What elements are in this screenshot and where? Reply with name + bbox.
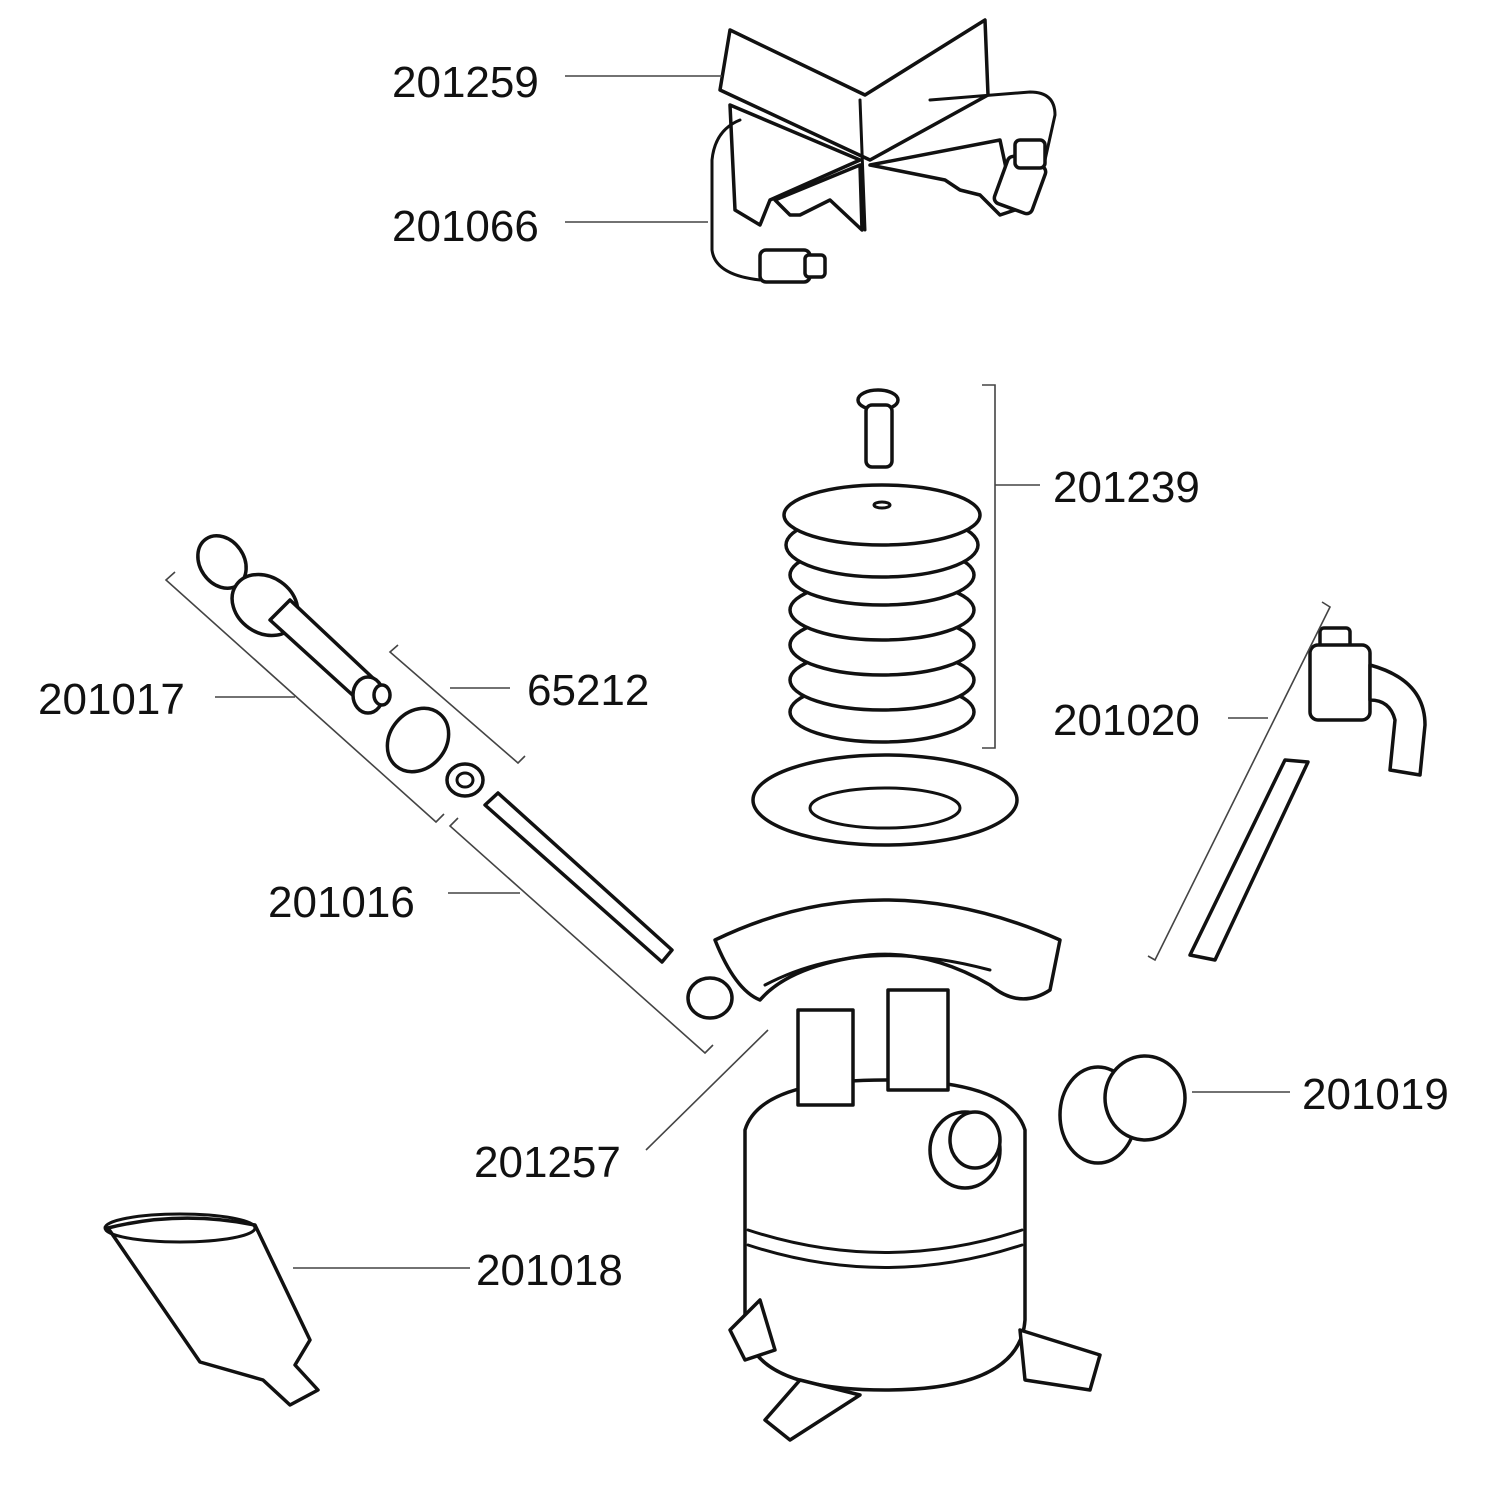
stove-body-drawing [713, 898, 1102, 1442]
part-label-201017: 201017 [38, 675, 185, 724]
part-label-201019: 201019 [1302, 1070, 1449, 1119]
funnel-drawing [103, 1212, 320, 1407]
burner-assembly-drawing [751, 388, 1019, 847]
part-label-201020: 201020 [1053, 696, 1200, 745]
burner-grate-drawing [710, 18, 1057, 284]
valve-generator-drawing [1188, 626, 1427, 962]
part-label-201018: 201018 [476, 1246, 623, 1295]
part-label-65212: 65212 [527, 666, 649, 715]
part-label-201259: 201259 [392, 58, 539, 107]
part-label-201066: 201066 [392, 202, 539, 251]
leader-lines [164, 75, 1332, 1269]
fuel-cap-drawing [1058, 1054, 1187, 1165]
part-label-201257: 201257 [474, 1138, 621, 1187]
part-label-201016: 201016 [268, 878, 415, 927]
part-label-201239: 201239 [1053, 463, 1200, 512]
pump-drawing [196, 534, 734, 1020]
